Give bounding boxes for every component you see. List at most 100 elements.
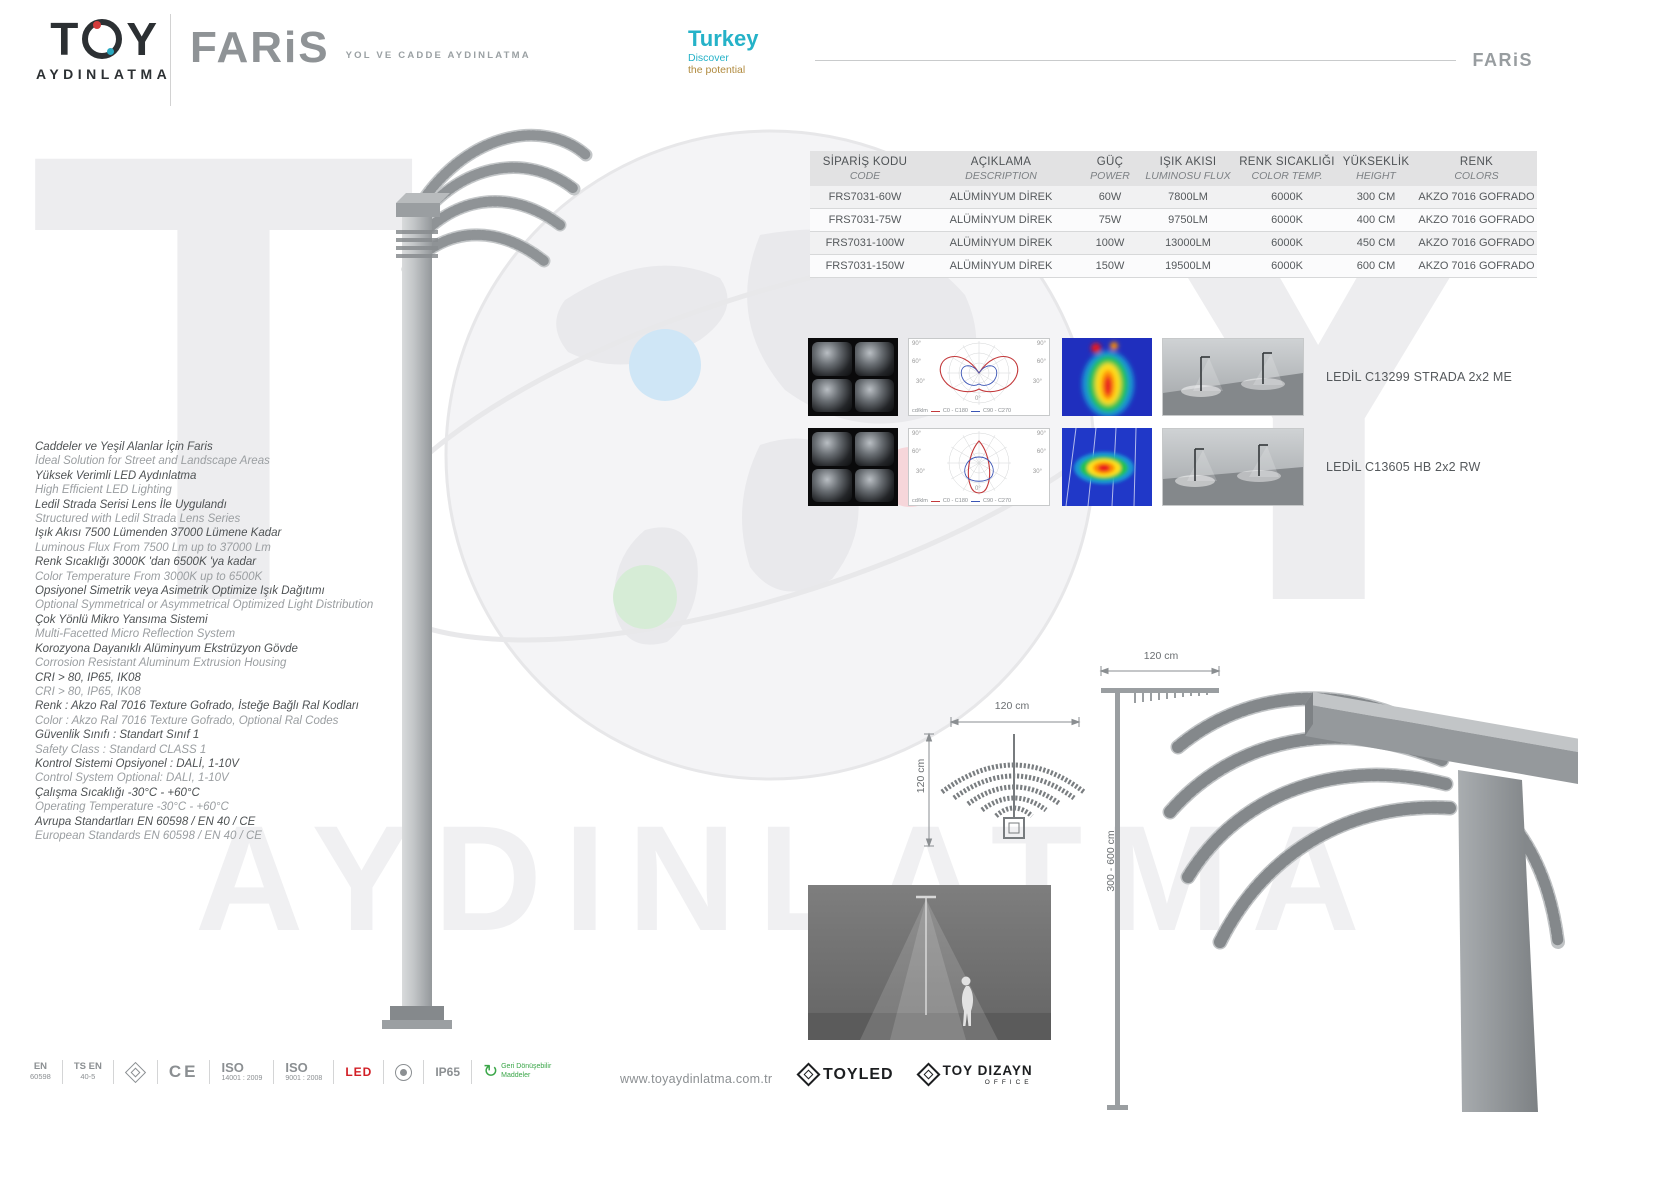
header-label-tr: AÇIKLAMA: [970, 156, 1032, 168]
table-cell: 6000K: [1271, 214, 1303, 226]
product-title-block: FARiS YOL VE CADDE AYDINLATMA: [190, 26, 531, 70]
spec-table-body: FRS7031-60W ALÜMİNYUM DİREK 60W 7800LM 6000K…: [810, 186, 1537, 278]
feature-line-en: European Standards EN 60598 / EN 40 / CE: [35, 829, 262, 842]
polar-degree-label: 60°: [1036, 359, 1046, 365]
table-cell: AKZO 7016 GOFRADO: [1418, 237, 1535, 249]
header-label-en: LUMINOSU FLUX: [1145, 170, 1231, 182]
table-cell: 100W: [1095, 237, 1125, 249]
legend-blue-line-icon: [970, 500, 980, 502]
road-light-cone-photo: [808, 885, 1051, 1040]
table-cell: 600 CM: [1356, 260, 1396, 272]
table-cell: FRS7031-60W: [828, 191, 902, 203]
lens-series-label: LEDİL C13299 STRADA 2x2 ME: [1326, 370, 1513, 384]
cert-iso9001: ISO 9001 : 2008: [285, 1060, 322, 1083]
office-label: OFFICE: [984, 1079, 1033, 1086]
polar-degree-label: 30°: [1032, 469, 1042, 475]
top-view-drawing: 120 cm 120 cm: [915, 698, 1086, 850]
feature-line-en: Safety Class : Standard CLASS 1: [35, 743, 207, 756]
polar-legend: cd/klm C0 - C180 C90 - C270: [912, 498, 1046, 504]
circle-cert-dot-icon: [400, 1068, 408, 1076]
lens-element: [812, 342, 852, 376]
diamond-cert-icon: [124, 1061, 146, 1083]
feature-line-en: Operating Temperature -30°C - +60°C: [35, 801, 229, 814]
table-cell: 7800LM: [1168, 191, 1208, 203]
feature-line-tr: Avrupa Standartları EN 60598 / EN 40 / C…: [35, 815, 256, 828]
toyled-logo: TOYLED: [796, 1062, 894, 1087]
feature-line-en: Control System Optional: DALI, 1-10V: [35, 772, 229, 785]
cert-iso14001: ISO 14001 : 2009: [221, 1060, 263, 1083]
cert-label: TS EN: [73, 1061, 102, 1073]
lens-element: [854, 432, 894, 466]
polar-degree-label: 90°: [1036, 431, 1046, 437]
dimension-label-width: 120 cm: [994, 700, 1030, 712]
header-label-tr: SİPARİŞ KODU: [822, 156, 908, 168]
heatmap-illustration: [1062, 428, 1152, 506]
header-label-en: POWER: [1090, 170, 1130, 182]
header-divider: [170, 14, 171, 106]
polar-degree-label: 60°: [912, 359, 922, 365]
cert-separator: [112, 1060, 114, 1084]
table-cell: FRS7031-150W: [825, 260, 905, 272]
lens-element: [854, 342, 894, 376]
cert-label: ISO: [285, 1060, 308, 1075]
table-cell: 60W: [1098, 191, 1122, 203]
polar-degree-label: 0°: [975, 486, 981, 492]
cert-label: 40-5: [80, 1072, 96, 1082]
cert-separator: [383, 1060, 385, 1084]
table-cell: ALÜMİNYUM DİREK: [949, 260, 1053, 272]
polar-unit-label: cd/klm: [912, 408, 928, 414]
cert-separator: [61, 1060, 63, 1084]
header-rule: FARiS: [815, 50, 1533, 71]
feature-line-tr: Yüksek Verimli LED Aydınlatma: [35, 469, 197, 482]
lens-element: [854, 378, 894, 412]
road-render-illustration: [1163, 429, 1303, 505]
recyclable-badge: ↻ Geri Dönüşebilir Maddeler: [483, 1063, 557, 1081]
lens-element: [812, 378, 852, 412]
header-label-tr: RENK SICAKLIĞI: [1239, 156, 1335, 168]
feature-line-en: Corrosion Resistant Aluminum Extrusion H…: [35, 657, 287, 670]
ce-mark: CE: [168, 1062, 199, 1081]
toyled-label: TOYLED: [823, 1065, 894, 1083]
table-cell: 150W: [1095, 260, 1125, 272]
brand-letter-y: Y: [126, 13, 158, 65]
product-subtitle: YOL VE CADDE AYDINLATMA: [345, 50, 531, 61]
table-cell: AKZO 7016 GOFRADO: [1418, 260, 1535, 272]
cert-separator: [333, 1060, 335, 1084]
lens-element: [854, 468, 894, 502]
turkey-logo-line2: Discover: [688, 52, 729, 65]
table-cell: 6000K: [1271, 191, 1303, 203]
feature-line-tr: Renk : Akzo Ral 7016 Texture Gofrado, İs…: [35, 700, 359, 713]
lens-photo-2: [808, 428, 898, 506]
polar-curves-illustration: [939, 341, 1019, 405]
lens-series-label: LEDİL C13605 HB 2x2 RW: [1326, 460, 1481, 474]
feature-line-tr: CRI > 80, IP65, IK08: [35, 671, 141, 684]
website-link[interactable]: www.toyaydinlatma.com.tr: [620, 1072, 773, 1086]
lens-element: [812, 432, 852, 466]
diamond-inner-icon: [130, 1067, 141, 1077]
feature-line-tr: Işık Akısı 7500 Lümenden 37000 Lümene Ka…: [35, 527, 282, 540]
polar-curves-illustration: [947, 431, 1011, 495]
legend-red-line-icon: [930, 410, 940, 412]
heatmap-1: [1062, 338, 1152, 416]
polar-degree-label: 30°: [1032, 379, 1042, 385]
header-rule-line: [815, 60, 1457, 61]
table-cell: ALÜMİNYUM DİREK: [949, 237, 1053, 249]
dizayn-diamond-icon: [916, 1062, 941, 1087]
dizayn-diamond-inner-icon: [923, 1069, 934, 1080]
header-label-tr: YÜKSEKLİK: [1342, 156, 1410, 168]
cert-label: 14001 : 2009: [221, 1075, 263, 1083]
toy-dizayn-logo: TOY DIZAYN OFFICE: [916, 1062, 1033, 1087]
road-render-illustration: [1163, 339, 1303, 415]
table-cell: 400 CM: [1356, 214, 1396, 226]
table-cell: 75W: [1098, 214, 1122, 226]
legend-red-line-icon: [930, 500, 940, 502]
